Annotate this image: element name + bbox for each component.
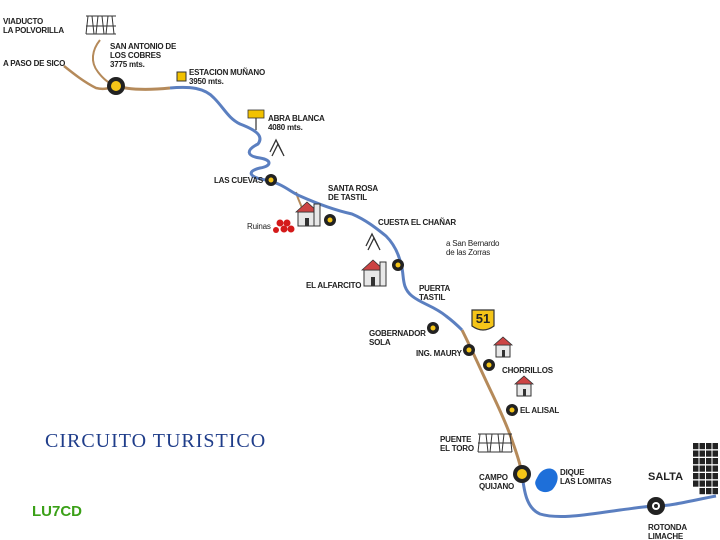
road-rn51-lower	[520, 473, 717, 519]
author-callsign: LU7CD	[32, 503, 83, 520]
city-block	[693, 480, 699, 487]
city-block	[706, 458, 712, 465]
city-grid-icon	[693, 443, 718, 495]
road-rn51-upper	[169, 85, 464, 332]
city-block	[712, 488, 718, 495]
city-block	[712, 443, 718, 450]
label-ruinas: Ruinas	[247, 222, 271, 231]
station-icon	[176, 71, 187, 82]
label-el-alfarcito: EL ALFARCITO	[306, 281, 362, 290]
label-dique: DIQUE LAS LOMITAS	[560, 468, 612, 486]
label-cuesta-chanar: CUESTA EL CHAÑAR	[378, 218, 456, 227]
city-block	[693, 473, 699, 480]
label-campo-quijano: CAMPO QUIJANO	[479, 473, 515, 491]
church-icon	[360, 259, 387, 287]
label-san-bernardo: a San Bernardo de las Zorras	[446, 239, 500, 257]
city-block	[693, 443, 699, 450]
church-icon	[492, 336, 514, 358]
city-block	[693, 465, 699, 472]
town-marker-icon	[324, 214, 336, 226]
town-marker-icon	[265, 174, 277, 186]
town-marker-icon	[392, 259, 404, 271]
city-block	[712, 480, 718, 487]
route-shield-icon	[471, 309, 495, 331]
town-marker-icon	[463, 344, 475, 356]
city-block	[699, 488, 705, 495]
label-viaducto: VIADUCTO LA POLVORILLA	[3, 17, 64, 35]
label-puerta-tastil: PUERTA TASTIL	[419, 284, 451, 302]
label-paso-de-sico: A PASO DE SICO	[3, 59, 66, 68]
town-marker-icon	[107, 77, 125, 95]
pass-sign-icon	[247, 109, 265, 130]
city-block	[712, 458, 718, 465]
church-icon	[513, 375, 535, 397]
bridge-icon	[85, 15, 116, 35]
label-abra-blanca: ABRA BLANCA 4080 mts.	[268, 114, 325, 132]
ruins-icon	[273, 219, 295, 233]
city-block	[706, 465, 712, 472]
label-estacion-munano: ESTACION MUÑANO 3950 mts.	[189, 68, 265, 86]
road-lower-segment	[460, 329, 524, 475]
city-block	[712, 473, 718, 480]
city-block	[699, 450, 705, 457]
city-block	[706, 488, 712, 495]
label-las-cuevas: LAS CUEVAS	[214, 176, 263, 185]
city-block	[699, 465, 705, 472]
town-marker-icon	[506, 404, 518, 416]
route-number: 51	[475, 311, 491, 326]
label-rotonda: ROTONDA LIMACHE	[648, 523, 687, 540]
label-gobernador-sola: GOBERNADOR SOLA	[369, 329, 426, 347]
city-block	[699, 443, 705, 450]
city-block	[706, 450, 712, 457]
label-san-antonio: SAN ANTONIO DE LOS COBRES 3775 mts.	[110, 42, 177, 69]
city-block	[706, 473, 712, 480]
city-block	[712, 450, 718, 457]
town-marker-icon	[513, 465, 531, 483]
city-block	[706, 480, 712, 487]
city-label-salta: SALTA	[648, 471, 684, 483]
city-block	[699, 473, 705, 480]
city-block	[706, 443, 712, 450]
city-block	[699, 480, 705, 487]
city-block	[699, 458, 705, 465]
label-santa-rosa: SANTA ROSA DE TASTIL	[328, 184, 379, 202]
label-puente-toro: PUENTE EL TORO	[440, 435, 474, 453]
label-chorrillos: CHORRILLOS	[502, 366, 553, 375]
town-marker-icon	[647, 497, 665, 515]
switchback-icon	[269, 138, 285, 157]
city-block	[693, 450, 699, 457]
map-title: CIRCUITO TURISTICO	[45, 430, 267, 452]
label-ing-maury: ING. MAURY	[416, 349, 462, 358]
label-el-alisal: EL ALISAL	[520, 406, 560, 415]
church-icon	[294, 201, 321, 227]
city-block	[693, 458, 699, 465]
town-marker-icon	[427, 322, 439, 334]
lake-icon	[535, 468, 558, 493]
switchback-icon	[365, 232, 381, 251]
city-block	[712, 465, 718, 472]
town-marker-icon	[483, 359, 495, 371]
bridge-icon	[477, 433, 513, 453]
